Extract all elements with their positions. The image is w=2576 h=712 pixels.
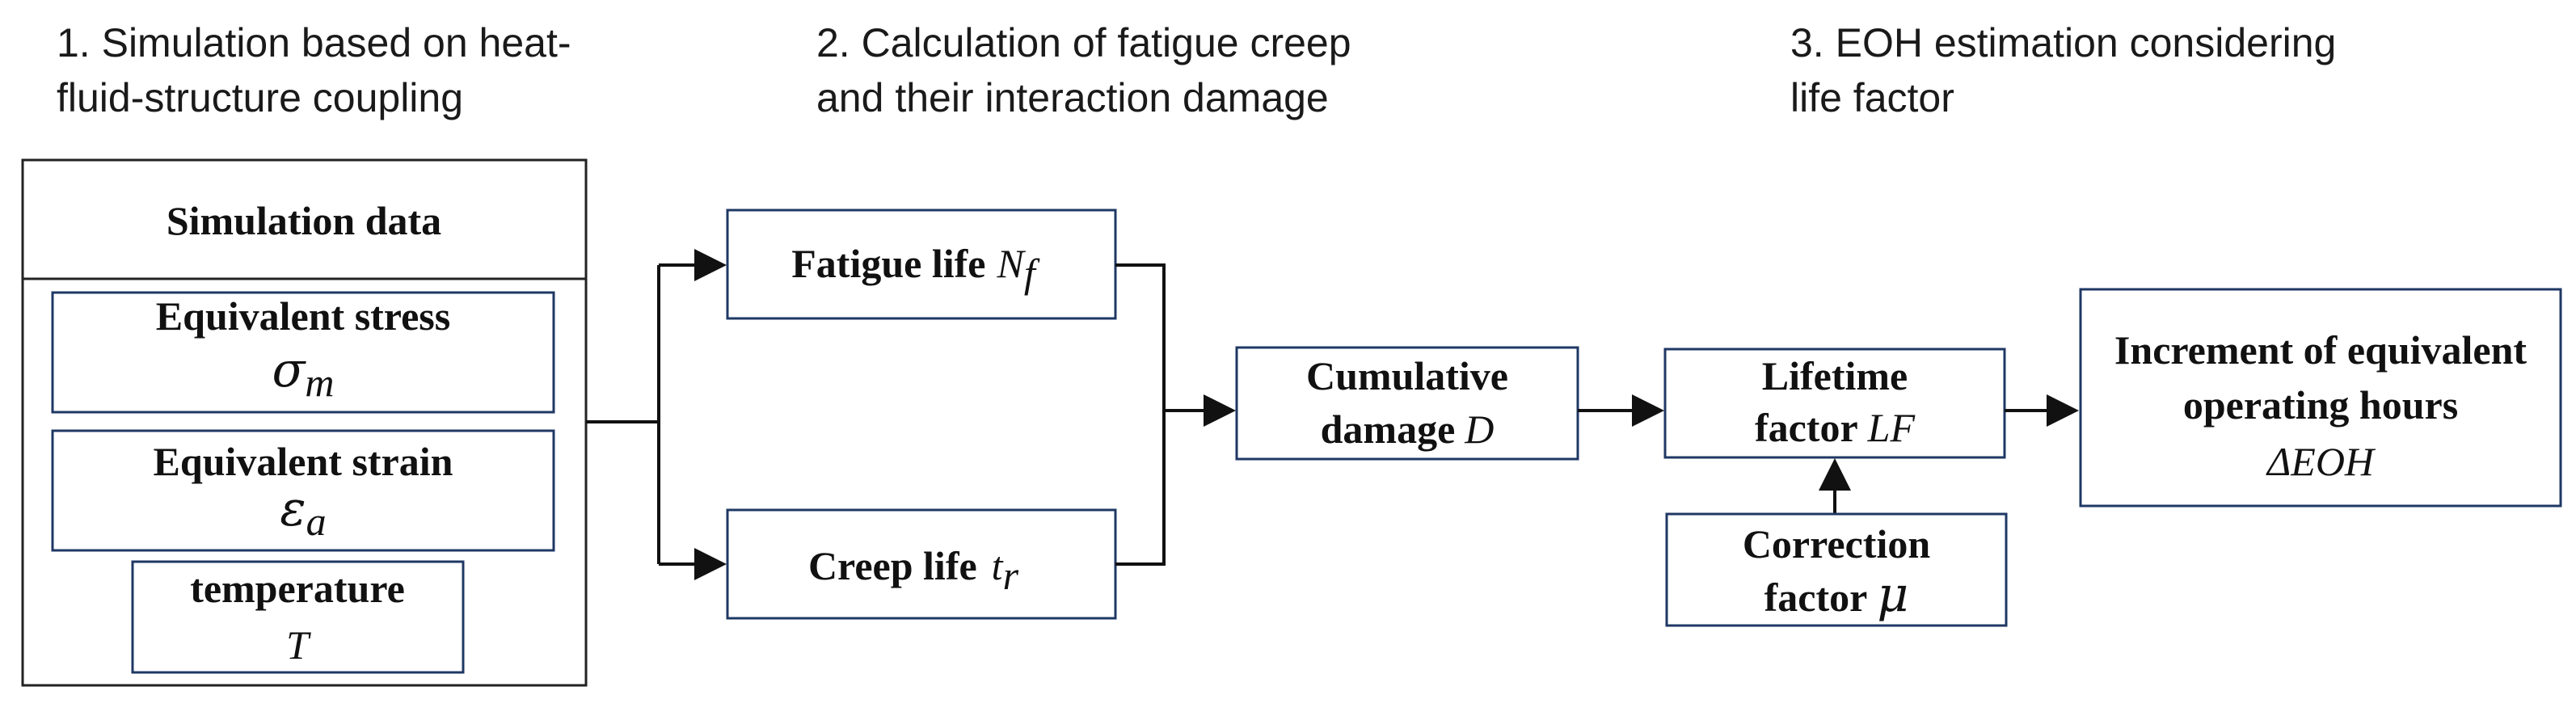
equivalent-strain-label: Equivalent strain (154, 439, 453, 484)
stage-1-header: 1. Simulation based on heat- fluid-struc… (57, 20, 571, 120)
equivalent-strain-symbol: εa (280, 481, 326, 544)
increment-eoh-box (2079, 288, 2562, 508)
stage-1-line1: 1. Simulation based on heat- (57, 20, 571, 65)
correction-factor-box (1665, 512, 2008, 627)
join-bracket (1115, 263, 1166, 566)
fork-connector (586, 249, 727, 580)
stage-1-line2: fluid-structure coupling (57, 75, 463, 120)
cumulative-damage-line1: Cumulative (1306, 353, 1508, 398)
temperature-symbol: T (286, 622, 311, 668)
increment-eoh-line2: operating hours (2183, 382, 2458, 428)
stage-2-line1: 2. Calculation of fatigue creep (816, 20, 1351, 65)
temperature-label: temperature (190, 566, 405, 611)
stage-3-line2: life factor (1790, 75, 1954, 120)
increment-eoh-symbol: ΔEOH (2266, 439, 2376, 484)
cumulative-damage-box (1235, 346, 1579, 461)
equivalent-stress-symbol: σm (272, 342, 334, 405)
stage-3-header: 3. EOH estimation considering life facto… (1790, 20, 2336, 120)
equivalent-stress-label: Equivalent stress (156, 293, 450, 339)
stage-2-line2: and their interaction damage (816, 75, 1329, 120)
stage-2-header: 2. Calculation of fatigue creep and thei… (816, 20, 1351, 120)
lifetime-factor-line1: Lifetime (1762, 353, 1908, 398)
correction-factor-line1: Correction (1743, 521, 1931, 567)
equivalent-strain-box (51, 429, 555, 552)
increment-eoh-node: Increment of equivalent operating hours … (2079, 288, 2562, 508)
increment-eoh-line1: Increment of equivalent (2114, 327, 2527, 373)
simulation-data-title: Simulation data (167, 198, 441, 243)
lifetime-factor-box (1663, 348, 2006, 459)
stage-3-line1: 3. EOH estimation considering (1790, 20, 2336, 65)
equivalent-stress-box (51, 291, 555, 414)
simulation-data-panel: Simulation data Equivalent stress σm Equ… (21, 158, 588, 687)
creep-life-box (726, 508, 1117, 620)
temperature-box (131, 560, 465, 674)
join-connector (1115, 263, 1236, 566)
